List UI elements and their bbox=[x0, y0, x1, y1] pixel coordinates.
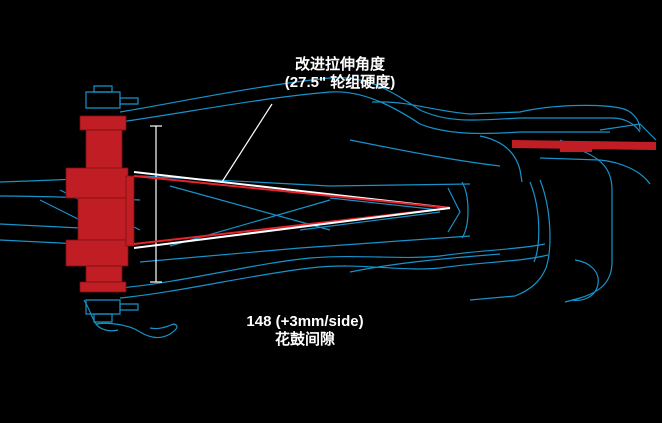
spacing-title: 花鼓间隙 bbox=[274, 331, 335, 348]
stretch-angle-label: 改进拉伸角度 (27.5" 轮组硬度) bbox=[250, 56, 430, 92]
brake-rotor bbox=[512, 140, 656, 152]
angle-title: 改进拉伸角度 bbox=[294, 56, 385, 73]
spoke-angle-lines bbox=[133, 171, 451, 249]
hub-spacing-label: 148 (+3mm/side) 花鼓间隙 bbox=[225, 313, 385, 349]
angle-subtitle: (27.5" 轮组硬度) bbox=[284, 74, 396, 91]
hub-body bbox=[65, 115, 135, 293]
spacing-value: 148 (+3mm/side) bbox=[246, 313, 364, 330]
dimension-marker bbox=[150, 125, 162, 283]
callout-pointer bbox=[221, 103, 273, 183]
